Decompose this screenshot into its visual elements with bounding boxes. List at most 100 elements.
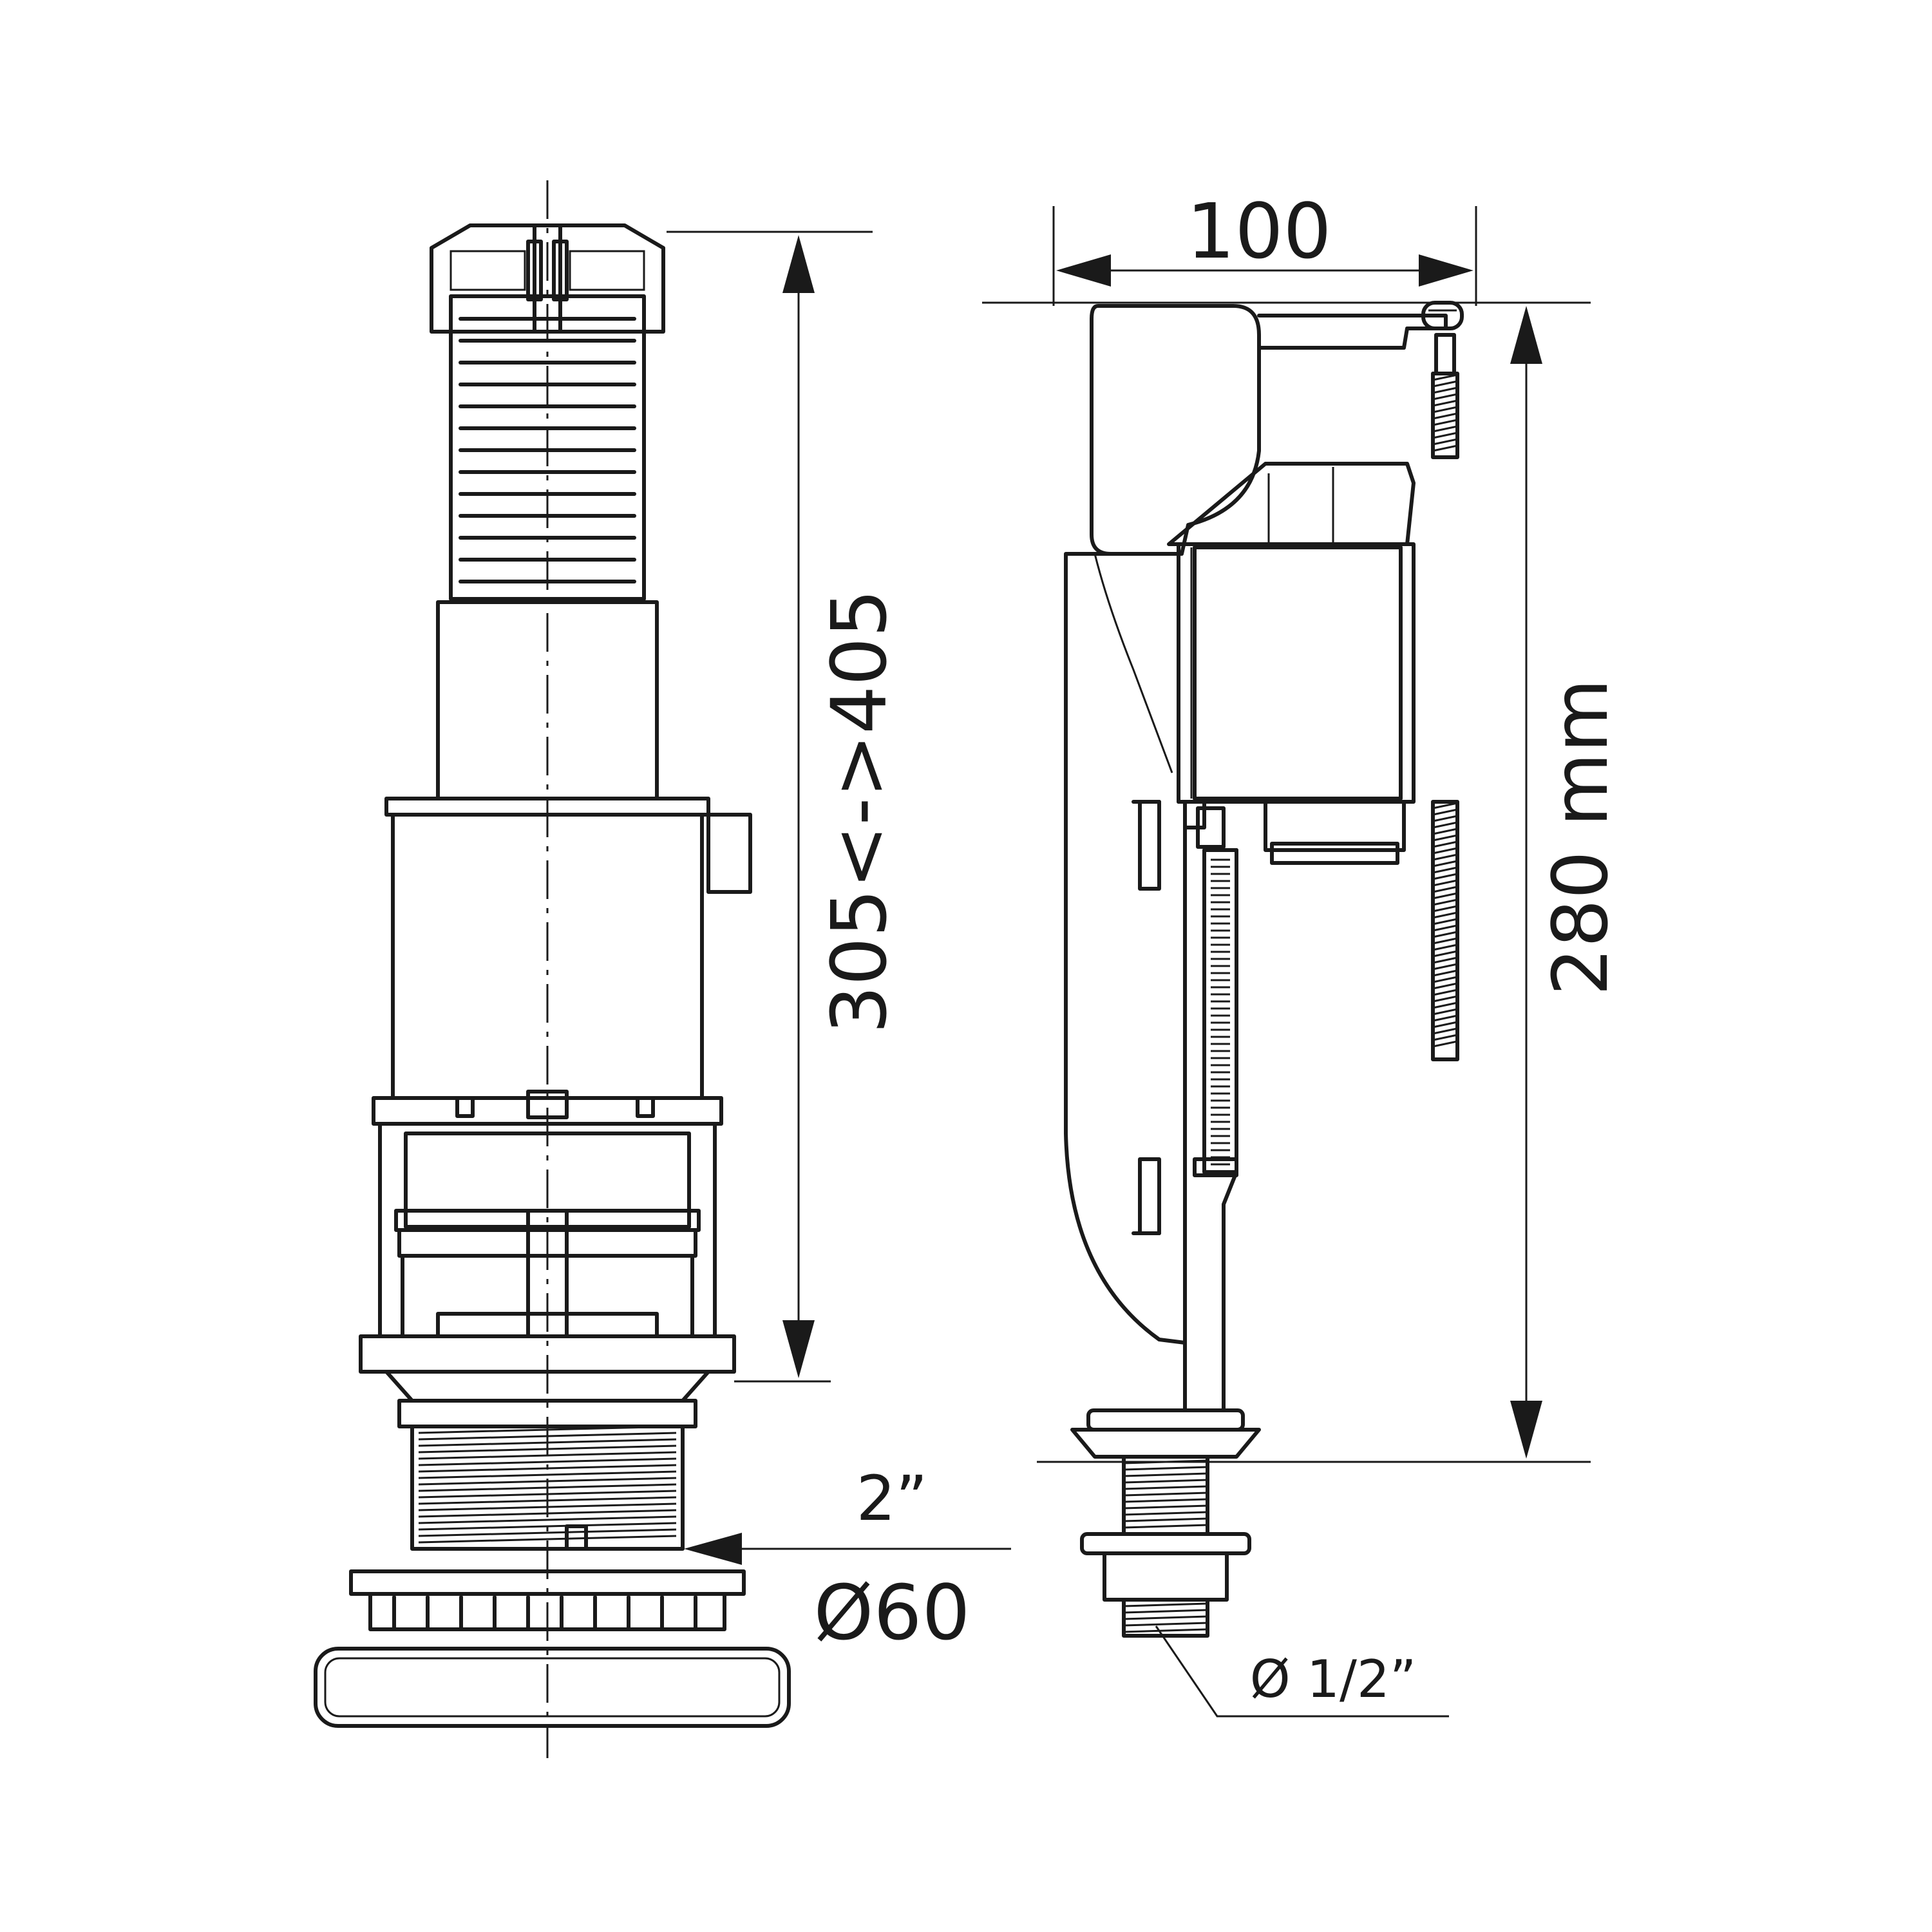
thread-line: [418, 1535, 677, 1544]
screw-thread: [1432, 860, 1458, 867]
flush-valve-seal-washer: [314, 1647, 791, 1728]
screw-thread: [1432, 1014, 1458, 1022]
dimension-fill-valve-height: 280 mm: [982, 301, 1625, 1463]
dimension-flush-valve-height: 305<->405: [667, 231, 904, 1383]
screw-thread: [1432, 438, 1458, 446]
screw-thread: [1432, 995, 1458, 1003]
screw-thread: [1432, 969, 1458, 977]
width-arrow-right: [1419, 254, 1473, 287]
screw-thread: [1432, 943, 1458, 951]
screw-thread: [1432, 866, 1458, 874]
inlet-thread-line: [1123, 1492, 1208, 1497]
dimension-arrow-bottom: [782, 1320, 815, 1378]
screw-thread: [1432, 976, 1458, 983]
inlet-thread-line: [1123, 1622, 1208, 1627]
screw-thread: [1432, 931, 1458, 938]
screw-thread: [1432, 808, 1458, 816]
flush-valve-height-label: 305<->405: [815, 589, 904, 1034]
flush-valve-float: [372, 797, 752, 1126]
screw-thread: [1432, 834, 1458, 842]
fill-valve-adjustment-screw: [1431, 333, 1459, 1061]
height-arrow-top: [1510, 306, 1542, 364]
screw-thread: [1432, 1021, 1458, 1028]
inlet-thread-line: [1123, 1472, 1208, 1477]
dimension-fill-valve-width: 100: [1052, 187, 1477, 306]
screw-thread: [1432, 847, 1458, 855]
screw-thread: [1432, 380, 1458, 388]
screw-thread: [1432, 412, 1458, 420]
thread-line: [418, 1457, 677, 1466]
screw-thread: [1432, 950, 1458, 958]
inlet-thread-line: [1123, 1524, 1208, 1529]
dimension-outlet: 2” Ø60: [684, 1463, 1011, 1657]
screw-thread: [1432, 898, 1458, 906]
screw-thread: [1432, 425, 1458, 433]
inlet-thread-line: [1123, 1504, 1208, 1510]
screw-thread: [1432, 892, 1458, 900]
screw-thread: [1432, 1001, 1458, 1009]
screw-thread: [1432, 873, 1458, 880]
inlet-thread-line: [1123, 1602, 1208, 1607]
inlet-thread-line: [1123, 1479, 1208, 1484]
outlet-arrow: [684, 1533, 742, 1565]
screw-thread: [1432, 956, 1458, 964]
fill-valve-height-label: 280 mm: [1536, 679, 1625, 996]
inlet-thread-label: Ø 1/2”: [1250, 1649, 1417, 1709]
screw-thread: [1432, 374, 1458, 381]
screw-thread: [1432, 879, 1458, 887]
screw-thread: [1432, 399, 1458, 407]
screw-thread: [1432, 828, 1458, 835]
dimension-arrow-top: [782, 235, 815, 293]
fill-valve-top-housing: [1090, 301, 1464, 556]
fill-valve-width-label: 100: [1186, 187, 1331, 276]
inlet-thread-line: [1123, 1628, 1208, 1633]
screw-thread: [1432, 886, 1458, 893]
thread-line: [418, 1515, 677, 1524]
screw-thread: [1432, 393, 1458, 401]
height-arrow-bottom: [1510, 1401, 1542, 1459]
width-arrow-left: [1056, 254, 1111, 287]
thread-line: [418, 1528, 677, 1537]
screw-thread: [1432, 1027, 1458, 1035]
screw-thread: [1432, 802, 1458, 810]
screw-thread: [1432, 815, 1458, 822]
inlet-thread-line: [1123, 1466, 1208, 1471]
screw-thread: [1432, 821, 1458, 829]
screw-thread: [1432, 1034, 1458, 1041]
outlet-diameter-label: Ø60: [813, 1568, 970, 1657]
fill-valve-base-flange: [1070, 1408, 1261, 1459]
inlet-thread-line: [1123, 1485, 1208, 1490]
screw-thread: [1432, 918, 1458, 925]
screw-thread: [1432, 444, 1458, 452]
screw-thread: [1432, 853, 1458, 861]
screw-thread: [1432, 419, 1458, 426]
fill-valve-body: [1064, 552, 1238, 1412]
dimension-inlet: Ø 1/2”: [1155, 1625, 1449, 1718]
screw-thread: [1432, 963, 1458, 971]
fill-valve-float: [1167, 462, 1416, 865]
screw-thread: [1432, 406, 1458, 413]
screw-thread: [1432, 386, 1458, 394]
inlet-thread-line: [1123, 1511, 1208, 1516]
screw-thread: [1432, 937, 1458, 945]
fill-valve-inlet-thread: [1080, 1455, 1251, 1638]
inlet-thread-line: [1123, 1498, 1208, 1503]
fill-valve: [1064, 301, 1464, 1638]
inlet-thread-line: [1123, 1517, 1208, 1522]
flush-valve: [314, 180, 791, 1758]
screw-thread: [1432, 924, 1458, 932]
screw-thread: [1432, 989, 1458, 996]
inlet-thread-line: [1123, 1609, 1208, 1614]
screw-thread: [1432, 431, 1458, 439]
screw-thread: [1432, 911, 1458, 919]
thread-line: [418, 1470, 677, 1479]
screw-thread: [1432, 982, 1458, 990]
screw-thread: [1432, 840, 1458, 848]
screw-thread: [1432, 1008, 1458, 1016]
flush-valve-cap: [430, 223, 665, 334]
screw-thread: [1432, 1040, 1458, 1048]
inlet-thread-line: [1123, 1615, 1208, 1620]
screw-thread: [1432, 905, 1458, 913]
outlet-thread-label: 2”: [857, 1463, 928, 1535]
